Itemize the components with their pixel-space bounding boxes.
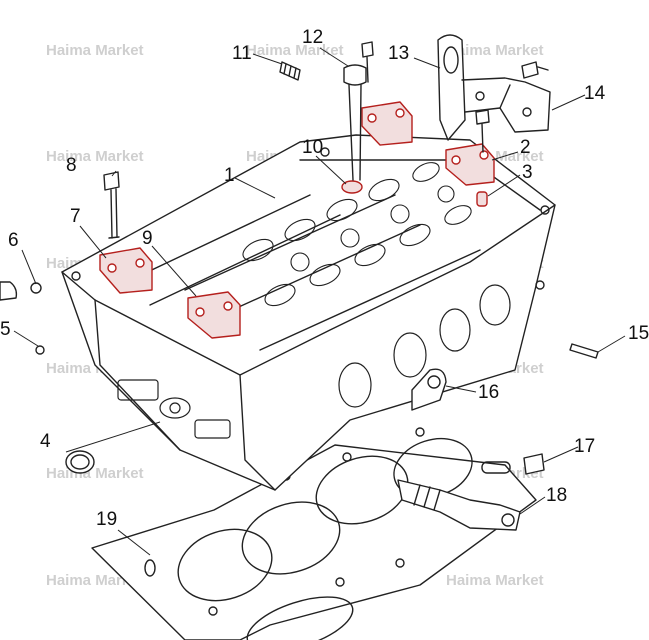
camshaft-cap-12-bearing [361,101,413,146]
plug-5 [35,345,45,355]
callout-1: 1 [224,165,235,186]
bracket-16 [411,368,447,411]
leader-lines [13,47,626,556]
callout-12: 12 [302,27,324,48]
dowel-3 [476,191,488,207]
callout-6: 6 [8,230,19,251]
callout-11: 11 [232,43,252,64]
dowel-15 [569,343,599,359]
callout-18: 18 [546,485,568,506]
bolt-17 [523,453,545,475]
callout-4: 4 [40,431,51,452]
plug-6 [30,282,42,294]
callout-19: 19 [96,509,118,530]
callout-17: 17 [574,436,596,457]
callout-16: 16 [478,382,500,403]
callout-13: 13 [388,43,410,64]
cylinder-head [61,134,556,491]
stud-11 [279,61,301,81]
bolt-8 [103,171,120,239]
bolt-14 [521,61,549,79]
oil-control-valve-18 [397,479,521,531]
bolt-12 [343,64,367,181]
callout-7: 7 [70,206,81,227]
camshaft-cap-9 [187,291,241,339]
sensor-left [0,281,18,301]
camshaft-cap-2 [445,143,495,186]
callout-8: 8 [66,155,77,176]
callout-14: 14 [584,83,606,104]
callout-9: 9 [142,228,153,249]
camshaft-cap-7 [99,247,153,294]
callout-5: 5 [0,319,11,340]
bolt-12b [361,41,374,83]
lifting-bracket-13 [437,34,551,141]
o-ring-4 [65,450,95,474]
bolt-2-upper [475,109,490,153]
callout-15: 15 [628,323,649,344]
callout-10: 10 [302,137,324,158]
head-gasket [91,427,537,640]
callout-2: 2 [520,137,531,158]
seal-10 [341,180,363,194]
callout-3: 3 [522,162,533,183]
